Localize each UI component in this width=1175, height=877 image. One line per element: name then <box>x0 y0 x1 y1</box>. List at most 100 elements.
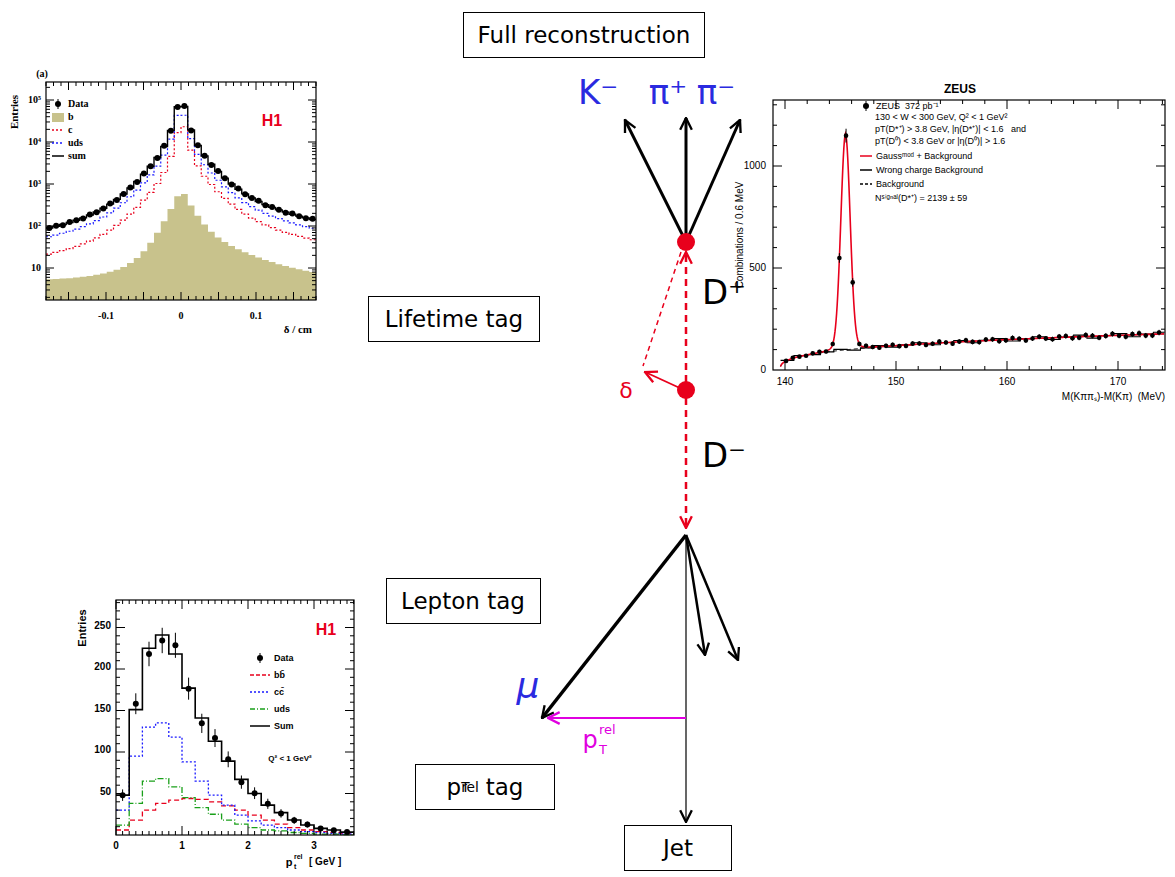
data-point <box>990 337 995 342</box>
axis-tick <box>773 288 777 289</box>
axis-tick <box>350 635 354 636</box>
axis-tick <box>91 82 92 86</box>
axis-tick <box>350 677 354 678</box>
axis-tick <box>312 129 316 130</box>
axis-tick <box>208 831 209 835</box>
tick-label: 1 <box>179 841 185 851</box>
legend-swatch <box>52 113 64 122</box>
legend-sample-line <box>52 129 64 131</box>
data-point <box>252 790 258 796</box>
axis-tick <box>46 154 50 155</box>
axis-tick <box>312 196 316 197</box>
data-point <box>318 825 324 831</box>
tick-label: 100 <box>94 745 111 755</box>
ptrel-label: p <box>582 728 597 752</box>
background-curve <box>781 334 1165 367</box>
data-point <box>1123 334 1128 339</box>
data-point <box>249 195 255 201</box>
axis-tick <box>350 602 354 603</box>
impact-parameter-arrow <box>645 372 682 389</box>
axis-tick <box>347 831 348 835</box>
legend-sample <box>250 653 270 663</box>
axis-tick <box>116 768 120 769</box>
panel-label: (a) <box>36 69 48 79</box>
legend-sample-line <box>250 691 270 693</box>
axis-tick <box>46 200 50 201</box>
data-point <box>1070 336 1075 341</box>
data-point <box>884 344 889 349</box>
axis-tick <box>46 268 54 269</box>
data-point <box>67 219 73 225</box>
axis-tick <box>215 600 216 604</box>
data-point <box>73 217 79 223</box>
axis-tick <box>121 296 122 300</box>
axis-tick <box>350 810 354 811</box>
axis-tick <box>46 247 50 248</box>
legend-sample <box>52 138 64 148</box>
data-point <box>1090 333 1095 338</box>
data-point <box>1064 334 1069 339</box>
axis-tick <box>116 644 120 645</box>
data-point <box>890 342 895 347</box>
axis-tick <box>312 280 316 281</box>
tick-label: 50 <box>100 787 111 797</box>
legend-sample <box>52 151 64 161</box>
data-point <box>212 735 218 741</box>
axis-tick <box>340 831 341 835</box>
axis-tick <box>98 82 99 86</box>
axis-tick <box>129 831 130 835</box>
axis-tick <box>46 106 50 107</box>
axis-tick <box>1073 100 1074 104</box>
axis-tick <box>1051 100 1052 104</box>
legend-sample <box>250 687 270 697</box>
axis-tick <box>162 831 163 835</box>
tick-label: 2 <box>245 841 251 851</box>
axis-tick <box>1007 100 1008 109</box>
axis-tick <box>83 82 84 86</box>
tick-label: 500 <box>749 263 766 273</box>
axis-tick <box>46 146 50 147</box>
axis-tick <box>248 296 249 300</box>
axis-tick <box>1161 206 1165 207</box>
tick-label: 250 <box>94 621 111 631</box>
axis-tick <box>347 600 348 604</box>
data-point <box>1030 336 1035 341</box>
axis-title: t <box>294 863 296 870</box>
axis-tick <box>151 296 152 300</box>
axis-tick <box>116 652 120 653</box>
axis-tick <box>116 826 120 827</box>
legend-text: cc̄ <box>274 688 284 697</box>
axis-tick <box>226 82 227 86</box>
axis-tick <box>294 831 295 835</box>
axis-tick <box>248 600 249 609</box>
axis-tick <box>46 255 50 256</box>
data-point <box>1130 332 1135 337</box>
axis-tick <box>116 826 117 835</box>
tick-label: 10 <box>31 263 41 273</box>
data-point <box>304 822 310 828</box>
legend-sample <box>860 179 872 189</box>
axis-tick <box>113 296 114 300</box>
axis-tick <box>320 600 321 604</box>
axis-tick <box>46 274 50 275</box>
axis-tick <box>320 831 321 835</box>
legend-sample <box>860 101 872 111</box>
axis-tick <box>312 284 316 285</box>
axis-tick <box>83 296 84 300</box>
axis-tick <box>312 272 316 273</box>
axis-tick <box>1161 186 1165 187</box>
data-point <box>222 175 228 181</box>
flight-path <box>685 252 688 382</box>
axis-tick <box>116 635 120 636</box>
axis-tick <box>984 366 985 370</box>
legend-sample-dot <box>863 103 869 109</box>
axis-tick <box>46 205 50 206</box>
axis-tick <box>300 831 301 835</box>
axis-tick <box>188 600 189 604</box>
axis-tick <box>312 171 316 172</box>
legend-sample-line <box>860 183 872 185</box>
axis-tick <box>46 238 50 239</box>
axis-tick <box>340 600 341 604</box>
axis-tick <box>136 296 137 300</box>
axis-tick <box>333 600 334 604</box>
